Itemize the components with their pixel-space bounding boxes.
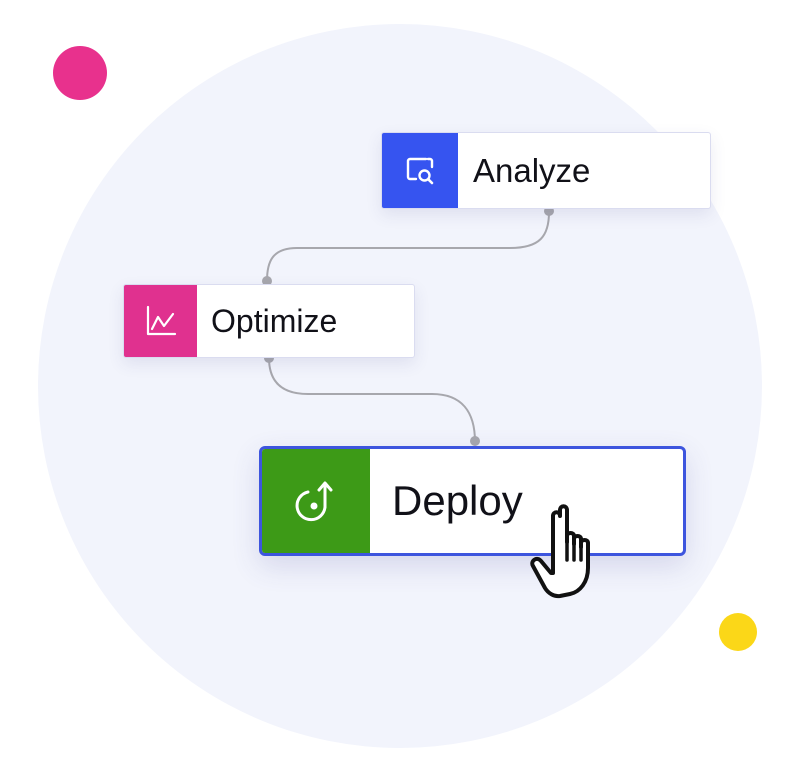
decorative-pink-dot [53, 46, 107, 100]
node-optimize-label: Optimize [211, 302, 338, 339]
node-deploy-label: Deploy [392, 477, 523, 524]
hand-pointer-icon [530, 504, 590, 599]
decorative-yellow-dot [719, 613, 757, 651]
deploy-arrow-icon [262, 449, 370, 553]
line-chart-icon [124, 285, 197, 357]
node-analyze[interactable]: Analyze [381, 132, 711, 209]
node-analyze-label: Analyze [473, 151, 591, 189]
window-search-icon [382, 133, 458, 208]
node-optimize[interactable]: Optimize [123, 284, 415, 358]
node-deploy[interactable]: Deploy [259, 446, 686, 556]
